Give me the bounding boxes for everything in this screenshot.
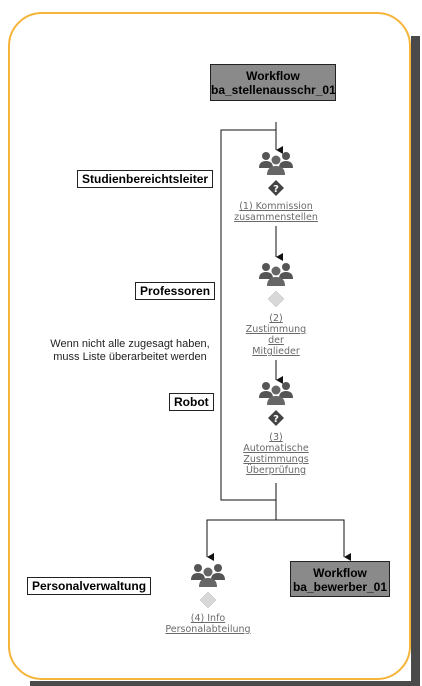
split-connector — [206, 519, 345, 556]
group-of-people-icon[interactable] — [258, 150, 294, 176]
group-of-people-icon[interactable] — [190, 562, 226, 588]
group-of-people-icon[interactable] — [258, 380, 294, 406]
empty-diamond-icon — [200, 592, 216, 608]
svg-text:?: ? — [273, 414, 279, 425]
step-3-label: Überprüfung — [245, 465, 307, 476]
question-diamond-icon: ? — [268, 180, 284, 196]
step-2-label: Zustimmung — [245, 324, 307, 335]
loop-note: Wenn nicht alle zugesagt haben, muss Lis… — [40, 338, 220, 364]
frame-shadow — [411, 36, 420, 686]
step-3-label: Zustimmungs — [243, 454, 309, 465]
group-of-people-icon[interactable] — [258, 261, 294, 287]
lane-label-personalverwaltung: Personalverwaltung — [27, 577, 152, 595]
question-diamond-icon: ? — [268, 410, 284, 426]
step-2-label: Mitglieder — [252, 346, 300, 357]
lane-label-studienbereichsleiter: Studienbereichtsleiter — [77, 170, 214, 188]
step-3-label: Automatische — [243, 443, 309, 454]
step-2-label: (2) — [269, 313, 283, 324]
step-2-label: der — [268, 335, 284, 346]
workflow-end-name: ba_bewerber_01 — [292, 580, 388, 594]
empty-diamond-icon — [268, 291, 284, 307]
workflow-start-name: ba_stellenausschr_01 — [211, 83, 336, 97]
step-2-link[interactable]: (2) Zustimmung der Mitglieder — [236, 313, 316, 357]
lane-label-professoren: Professoren — [135, 282, 216, 300]
step-3-label: (3) — [269, 432, 283, 443]
step-4-label: Personalabteilung — [165, 624, 251, 635]
loop-note-line: muss Liste überarbeitet werden — [53, 351, 207, 363]
lane-label-robot: Robot — [169, 393, 214, 411]
step-3-link[interactable]: (3) Automatische Zustimmungs Überprüfung — [231, 432, 321, 476]
step-4-link[interactable]: (4) Info Personalabteilung — [156, 613, 260, 635]
frame-shadow-bottom — [30, 681, 420, 686]
workflow-end-title: Workflow — [313, 566, 367, 580]
step-1-link[interactable]: (1) Kommission zusammenstellen — [226, 201, 326, 223]
step-4-label: (4) Info — [190, 613, 226, 624]
step-1-label: zusammenstellen — [234, 212, 318, 223]
workflow-start-title: Workflow — [246, 69, 300, 83]
svg-text:?: ? — [273, 184, 279, 195]
step-1-label: (1) Kommission — [239, 201, 313, 212]
workflow-end-box[interactable]: Workflow ba_bewerber_01 — [290, 561, 390, 597]
workflow-start-box[interactable]: Workflow ba_stellenausschr_01 — [210, 64, 336, 101]
loop-note-line: Wenn nicht alle zugesagt haben, — [50, 338, 210, 350]
